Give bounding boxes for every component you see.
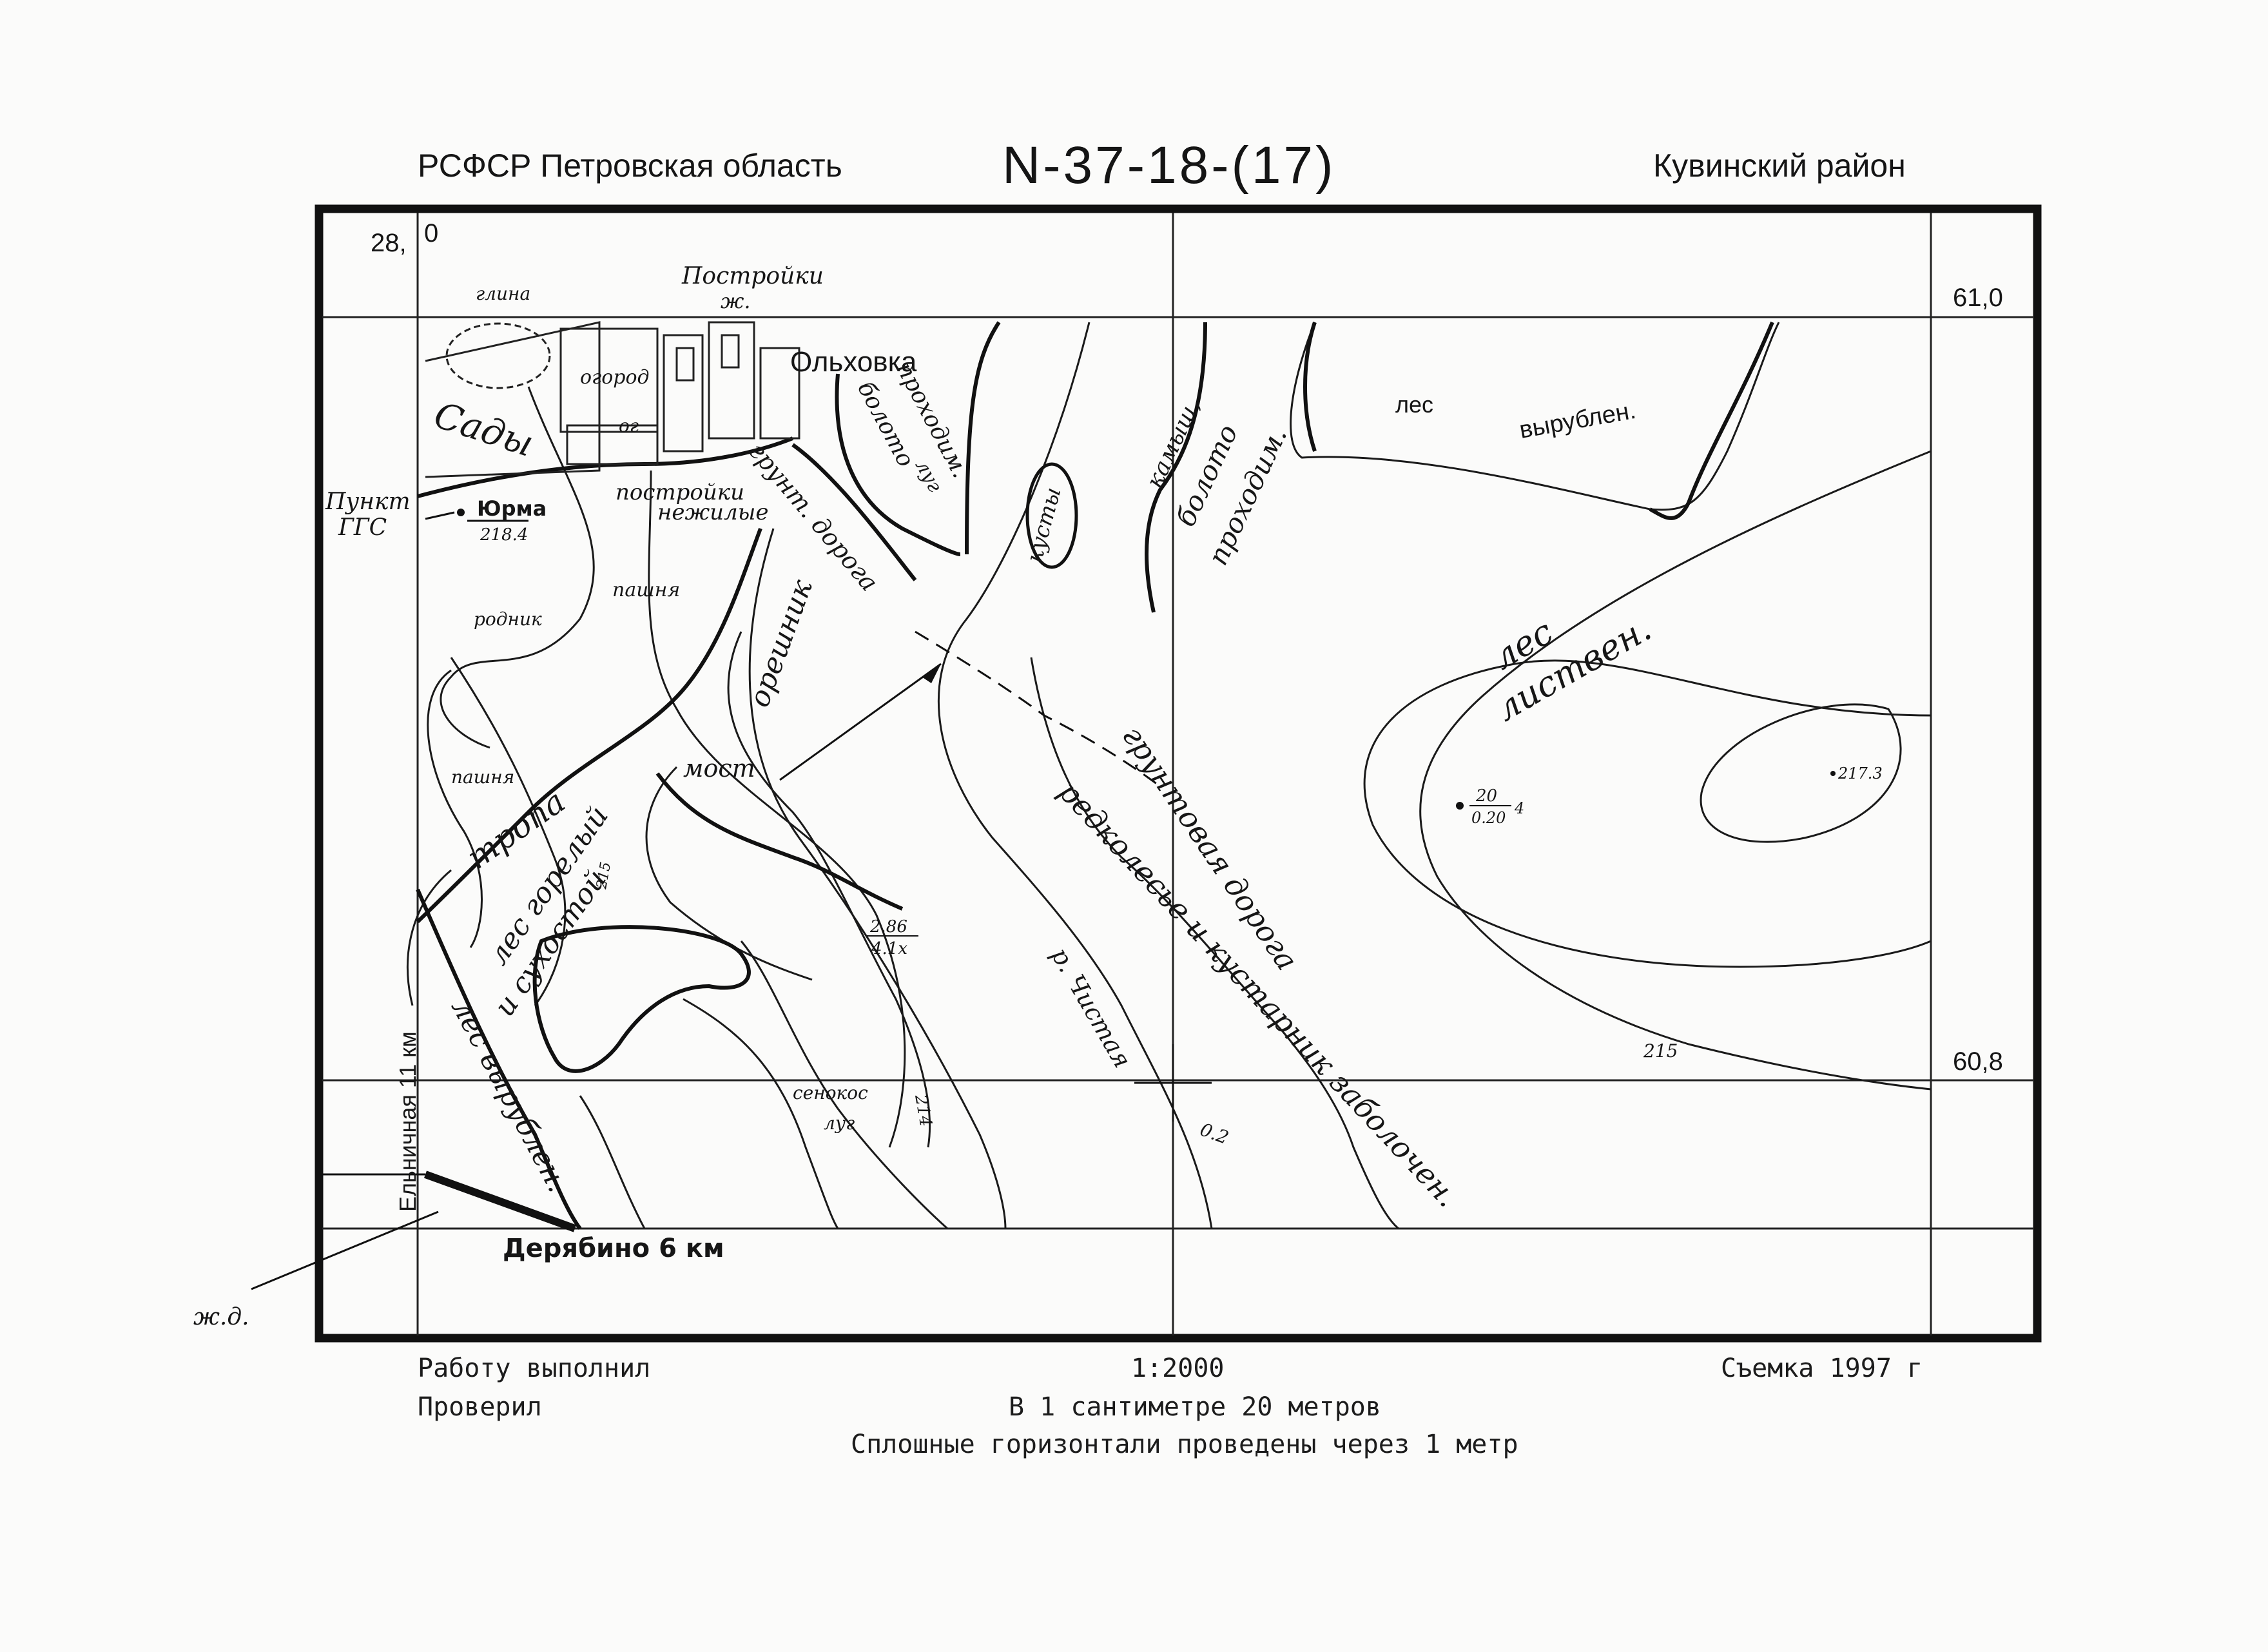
lake <box>532 925 751 1073</box>
survey-year: Съемка 1997 г <box>1721 1354 1923 1383</box>
label-m20-top: 20 <box>1475 786 1497 806</box>
label-pashnya-1: пашня <box>612 579 680 601</box>
label-zhd: ж.д. <box>193 1304 249 1330</box>
label-les-vyrublen: лес вырублен. <box>445 993 574 1198</box>
corner-top-value: 0 <box>424 219 438 248</box>
label-yurma: Юрма <box>477 496 547 521</box>
boundaries <box>416 321 1774 1230</box>
label-glina: глина <box>476 283 530 304</box>
label-h215b: 215 <box>1643 1040 1678 1062</box>
railway-pointer <box>251 1210 439 1290</box>
trail <box>915 630 1161 788</box>
label-m286-bot: 4.1x <box>871 939 907 958</box>
elev-point-20 <box>1456 802 1464 810</box>
scale-description: В 1 сантиметре 20 метров <box>1009 1392 1381 1422</box>
right-upper-value: 61,0 <box>1953 284 2003 312</box>
kusty-outline <box>1025 462 1078 569</box>
elev-point-2173 <box>1830 771 1836 776</box>
bridge-arrow <box>779 663 942 781</box>
label-vyrublen-top: вырублен. <box>1517 397 1638 444</box>
bridge-arrowhead <box>922 664 941 683</box>
district-label: Кувинский район <box>1653 148 1906 184</box>
right-lower-value: 60,8 <box>1953 1047 2003 1076</box>
clay-pit <box>445 322 551 389</box>
grid-cross <box>1134 1044 1212 1122</box>
label-rodnik: родник <box>474 608 542 630</box>
label-postroiki: Постройки <box>681 263 824 289</box>
checked-by: Проверил <box>418 1392 542 1422</box>
executed-by: Работу выполнил <box>418 1354 651 1383</box>
label-m20-bot: 0.20 <box>1471 809 1506 827</box>
label-senokos: сенокос <box>793 1082 868 1103</box>
label-h2173: 217.3 <box>1837 764 1883 782</box>
label-ogorod: огород <box>580 366 650 389</box>
label-punkt: Пункт <box>325 489 411 515</box>
label-elnichnaya: Ельничная 11 км <box>394 1031 421 1212</box>
railway <box>423 1171 577 1232</box>
label-oreshnik: орешник <box>742 575 819 712</box>
region-label: РСФСР Петровская область <box>418 148 842 184</box>
ggs-arrow <box>425 511 455 520</box>
label-most: мост <box>683 754 755 782</box>
sheet-code: N-37-18-(17) <box>1002 136 1336 195</box>
label-ggs: ГГС <box>338 514 387 541</box>
label-h215a: 215 <box>594 860 614 891</box>
contour-note: Сплошные горизонтали проведены через 1 м… <box>851 1430 1518 1459</box>
label-postroiki-nezhilye-2: нежилые <box>657 500 769 525</box>
label-reka-val: 0.2 <box>1197 1119 1232 1149</box>
map-frame <box>315 204 2042 1343</box>
label-olkhovka: Ольховка <box>790 346 917 378</box>
label-zh: ж. <box>721 289 751 313</box>
label-lug-2: луг <box>824 1113 855 1134</box>
label-pashnya-2: пашня <box>451 766 514 788</box>
label-h214: 214 <box>911 1093 935 1128</box>
label-m20-side: 4 <box>1514 799 1524 817</box>
corner-left-value: 28, <box>371 229 407 257</box>
grid-lines <box>322 213 2034 1336</box>
label-sady: Сады <box>429 394 539 465</box>
label-m286-top: 2.86 <box>869 917 907 937</box>
label-yurma-height: 218.4 <box>480 525 528 545</box>
label-postroiki-nezhilye-1: постройки <box>615 480 744 505</box>
ggs-point <box>457 509 465 516</box>
label-og: ог <box>619 415 639 436</box>
label-deryabino: Дерябино 6 км <box>503 1234 724 1263</box>
label-les-top: лес <box>1395 391 1433 418</box>
settlement-blocks <box>425 321 800 478</box>
map-scale: 1:2000 <box>1131 1354 1225 1383</box>
